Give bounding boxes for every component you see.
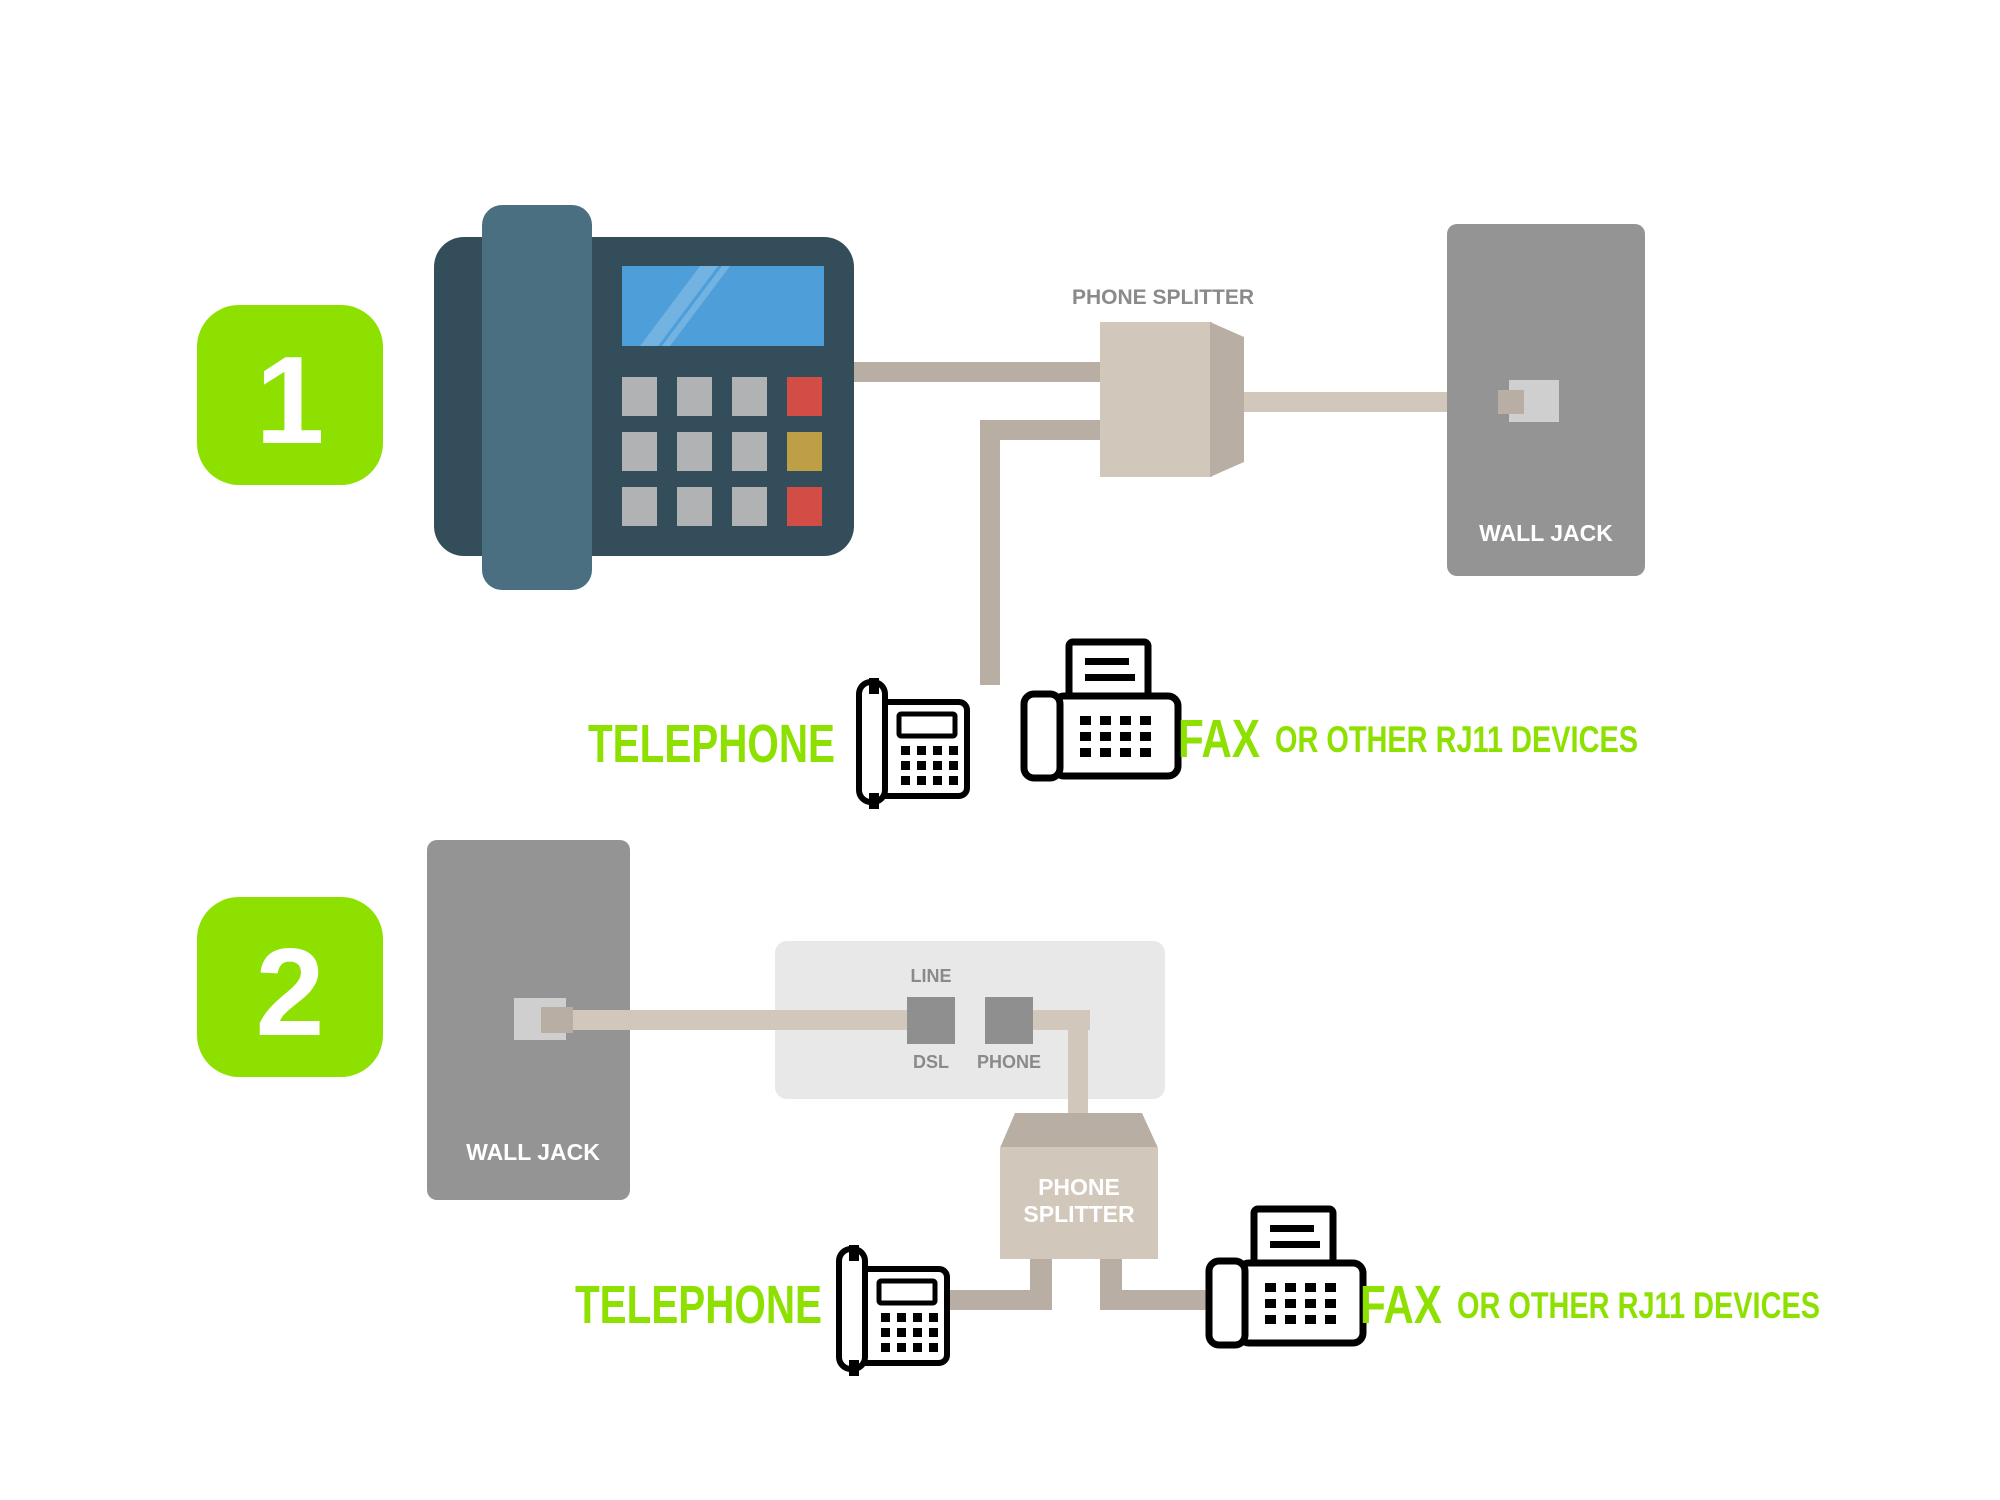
telephone-outline-icon: [856, 678, 970, 809]
step1: 1: [197, 205, 1645, 809]
step2-wall-jack: WALL JACK: [427, 840, 630, 1200]
step1-fax-sub-label: OR OTHER RJ11 DEVICES: [1275, 719, 1638, 760]
step2-splitter-label-line2: SPLITTER: [1023, 1201, 1135, 1227]
step1-wall-jack-label: WALL JACK: [1479, 520, 1613, 546]
step1-splitter-label: PHONE SPLITTER: [1072, 286, 1254, 309]
step1-telephone-label: TELEPHONE: [588, 714, 835, 774]
step1-badge: 1: [197, 305, 383, 485]
step2: 2 WALL JACK LINE DSL: [197, 840, 1820, 1376]
step1-fax-label: FAX: [1178, 709, 1260, 769]
step2-wall-jack-label: WALL JACK: [466, 1139, 600, 1165]
step1-number: 1: [256, 332, 325, 470]
fax-outline-icon: [1205, 1205, 1367, 1349]
desk-phone-icon: [434, 205, 854, 590]
step1-phone-splitter: PHONE SPLITTER: [1072, 286, 1254, 477]
step2-cables: [541, 1007, 1210, 1310]
phone-port: [985, 997, 1033, 1044]
dsl-port: [907, 997, 955, 1044]
step2-modem-ports: LINE DSL PHONE: [907, 966, 1041, 1072]
step2-badge: 2: [197, 897, 383, 1077]
phone-keypad: [622, 377, 822, 526]
step2-modem: [775, 941, 1165, 1099]
step2-number: 2: [256, 924, 325, 1062]
fax-outline-icon: [1020, 638, 1182, 782]
step2-fax-sub-label: OR OTHER RJ11 DEVICES: [1457, 1285, 1820, 1326]
modem-dsl-label: DSL: [913, 1052, 949, 1072]
modem-line-label: LINE: [910, 966, 951, 986]
step2-fax-label: FAX: [1360, 1275, 1442, 1335]
modem-phone-label: PHONE: [977, 1052, 1041, 1072]
step2-splitter-label-line1: PHONE: [1038, 1174, 1120, 1200]
telephone-outline-icon: [836, 1245, 950, 1376]
step2-telephone-label: TELEPHONE: [575, 1275, 822, 1335]
step2-phone-splitter: PHONE SPLITTER: [1000, 1113, 1158, 1259]
step1-wall-jack: WALL JACK: [1447, 224, 1645, 576]
